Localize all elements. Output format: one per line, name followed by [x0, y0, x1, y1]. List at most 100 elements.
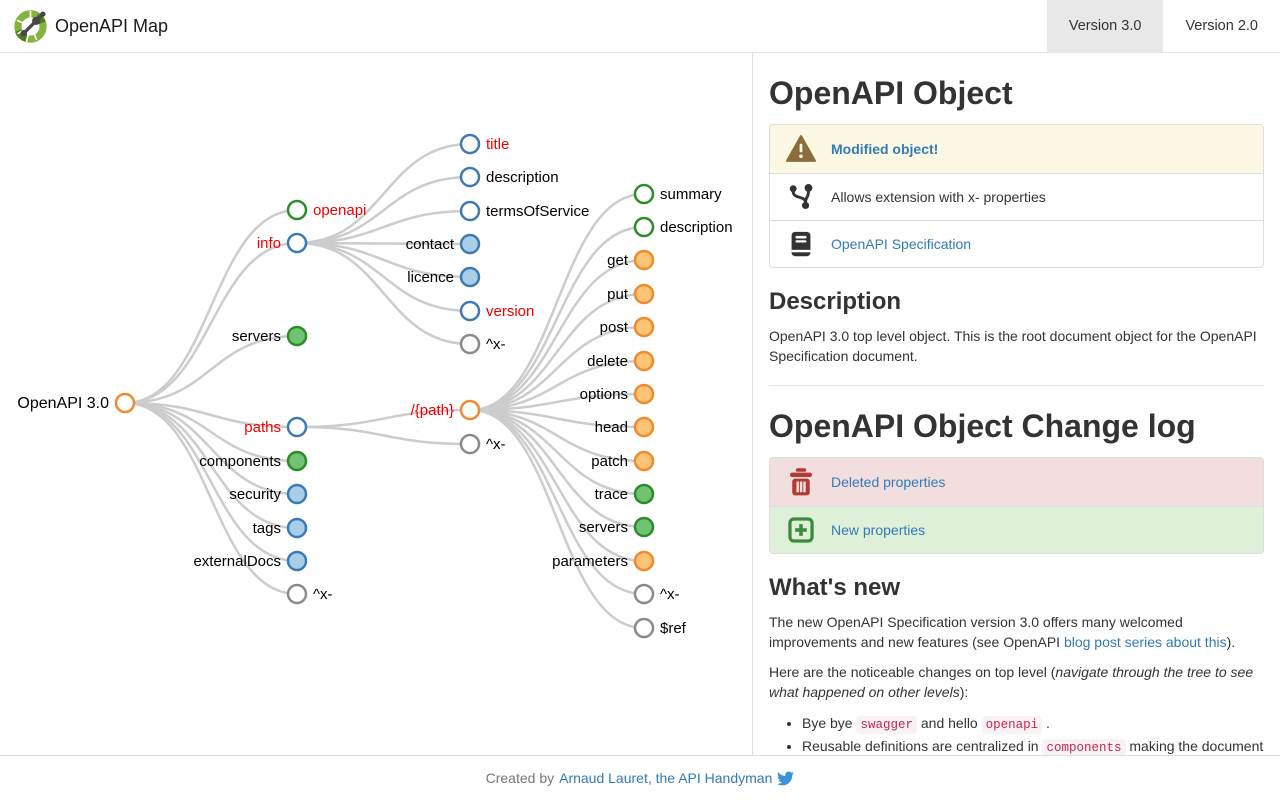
tree-node-licence[interactable]: licence [407, 266, 481, 288]
deleted-properties-link[interactable]: Deleted properties [831, 473, 946, 490]
tree-node-openapi[interactable]: openapi [286, 199, 366, 221]
tree-node-summary[interactable]: summary [633, 183, 722, 205]
svg-text:components: components [199, 453, 281, 470]
tree-node-title[interactable]: title [459, 133, 509, 155]
object-title: OpenAPI Object [769, 75, 1013, 111]
trash-icon [785, 467, 817, 496]
deleted-properties-item[interactable]: Deleted properties [769, 456, 1264, 507]
section-divider [769, 384, 1264, 386]
blog-post-link[interactable]: blog post series about this [1063, 633, 1227, 650]
extension-item[interactable]: Allows extension with x- properties [769, 173, 1264, 221]
description-heading: Description [769, 288, 902, 315]
app-footer: Created by Arnaud Lauret, the API Handym… [0, 755, 1280, 800]
tree-node-info-description[interactable]: description [459, 166, 559, 188]
tree-diagram: OpenAPI 3.0 openapi info servers paths c… [17, 133, 733, 639]
tree-node-tags[interactable]: tags [253, 517, 308, 539]
tree-node-options[interactable]: options [580, 383, 655, 405]
changes-intro-paragraph: Here are the noticeable changes on top l… [769, 664, 1254, 701]
tree-node-delete[interactable]: delete [587, 350, 655, 372]
svg-text:contact: contact [406, 236, 455, 253]
tree-node-root-x-ext[interactable]: ^x- [286, 583, 333, 605]
svg-text:paths: paths [244, 419, 281, 436]
tree-node-put[interactable]: put [607, 283, 655, 305]
tree-node-components[interactable]: components [199, 450, 308, 472]
svg-text:post: post [600, 319, 629, 336]
svg-text:summary: summary [660, 186, 722, 203]
tree-node-path-description[interactable]: description [633, 216, 733, 238]
book-icon [785, 231, 817, 257]
list-item: Reusable definitions are centralized in … [802, 736, 1264, 755]
svg-text:servers: servers [232, 328, 281, 345]
tree-node-info[interactable]: info [257, 232, 308, 254]
plus-square-icon [785, 516, 817, 543]
new-properties-link[interactable]: New properties [831, 521, 926, 538]
footer-text: Created by [485, 770, 555, 786]
whats-new-heading: What's new [769, 573, 901, 601]
tree-node-post[interactable]: post [600, 316, 655, 338]
list-item: Bye bye swagger and hello openapi . [802, 713, 1264, 734]
tree-node-head[interactable]: head [595, 416, 655, 438]
svg-text:$ref: $ref [660, 620, 687, 637]
tab-version-3[interactable]: Version 3.0 [1046, 0, 1164, 52]
tree-node-trace[interactable]: trace [595, 483, 655, 505]
tree-node-path-x-ext[interactable]: ^x- [633, 583, 680, 605]
tree-node-patch[interactable]: patch [591, 450, 655, 472]
tree-node-ref[interactable]: $ref [633, 617, 687, 639]
tree-node-servers[interactable]: servers [232, 325, 308, 347]
modified-object-link[interactable]: Modified object! [831, 141, 939, 157]
tree-node-version[interactable]: version [459, 300, 534, 322]
svg-text:servers: servers [579, 519, 628, 536]
svg-text:openapi: openapi [313, 202, 366, 219]
svg-text:termsOfService: termsOfService [486, 203, 589, 220]
whats-new-paragraph: The new OpenAPI Specification version 3.… [769, 613, 1236, 650]
svg-text:licence: licence [407, 269, 454, 286]
specification-link[interactable]: OpenAPI Specification [831, 236, 972, 252]
tree-node-path-servers[interactable]: servers [579, 516, 655, 538]
version-tabs: Version 3.0 Version 2.0 [1046, 0, 1280, 52]
modified-object-item[interactable]: Modified object! [769, 124, 1264, 174]
tree-node-info-x-ext[interactable]: ^x- [459, 333, 506, 355]
svg-text:/{path}: /{path} [411, 402, 454, 419]
tree-node-paths-x-ext[interactable]: ^x- [459, 433, 506, 455]
tree-node-termsOfService[interactable]: termsOfService [459, 200, 589, 222]
svg-text:^x-: ^x- [660, 586, 680, 603]
brand-title: OpenAPI Map [55, 15, 169, 36]
svg-text:version: version [486, 303, 534, 320]
svg-text:title: title [486, 136, 509, 153]
tree-node-root[interactable]: OpenAPI 3.0 [17, 392, 136, 414]
svg-text:patch: patch [591, 453, 628, 470]
svg-text:^x-: ^x- [486, 336, 506, 353]
svg-text:^x-: ^x- [486, 436, 506, 453]
tab-version-2[interactable]: Version 2.0 [1185, 18, 1258, 34]
specification-item[interactable]: OpenAPI Specification [769, 220, 1264, 268]
brand[interactable]: OpenAPI Map [0, 0, 168, 52]
tree-pane: OpenAPI 3.0 openapi info servers paths c… [0, 53, 752, 755]
svg-text:description: description [486, 169, 559, 186]
code-branch-icon [785, 184, 817, 210]
tree-node-externalDocs[interactable]: externalDocs [193, 550, 308, 572]
svg-text:security: security [229, 486, 281, 503]
twitter-icon[interactable] [777, 770, 795, 787]
tree-links [124, 142, 645, 630]
svg-text:delete: delete [587, 353, 628, 370]
object-info-list: Modified object! Allows extension with x… [769, 124, 1264, 268]
tree-node-parameters[interactable]: parameters [552, 550, 655, 572]
svg-text:OpenAPI 3.0: OpenAPI 3.0 [17, 395, 109, 412]
svg-text:description: description [660, 219, 733, 236]
new-properties-item[interactable]: New properties [769, 505, 1264, 554]
extension-label: Allows extension with x- properties [831, 189, 1046, 205]
svg-text:put: put [607, 286, 629, 303]
author-link[interactable]: Arnaud Lauret, the API Handyman [559, 770, 773, 786]
svg-text:externalDocs: externalDocs [193, 553, 281, 570]
tree-node-security[interactable]: security [229, 483, 308, 505]
warning-icon [785, 135, 817, 163]
app-header: OpenAPI Map Version 3.0 Version 2.0 [0, 0, 1280, 53]
svg-text:head: head [595, 419, 628, 436]
tree-node-get[interactable]: get [607, 249, 655, 271]
openapi-logo-icon [14, 9, 47, 43]
description-text: OpenAPI 3.0 top level object. This is th… [769, 328, 1257, 365]
svg-text:trace: trace [595, 486, 628, 503]
tree-node-path[interactable]: /{path} [411, 399, 481, 421]
tree-node-paths[interactable]: paths [244, 416, 308, 438]
tree-node-contact[interactable]: contact [406, 233, 481, 255]
